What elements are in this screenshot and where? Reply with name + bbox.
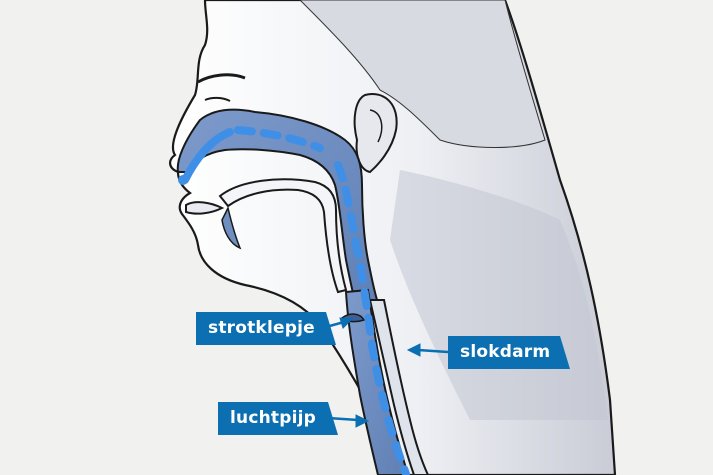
nostril-air [178,175,188,185]
trachea-label: luchtpijp [218,402,328,435]
esophagus-label: slokdarm [448,336,560,369]
epiglottis-label: strotklepje [196,312,326,345]
